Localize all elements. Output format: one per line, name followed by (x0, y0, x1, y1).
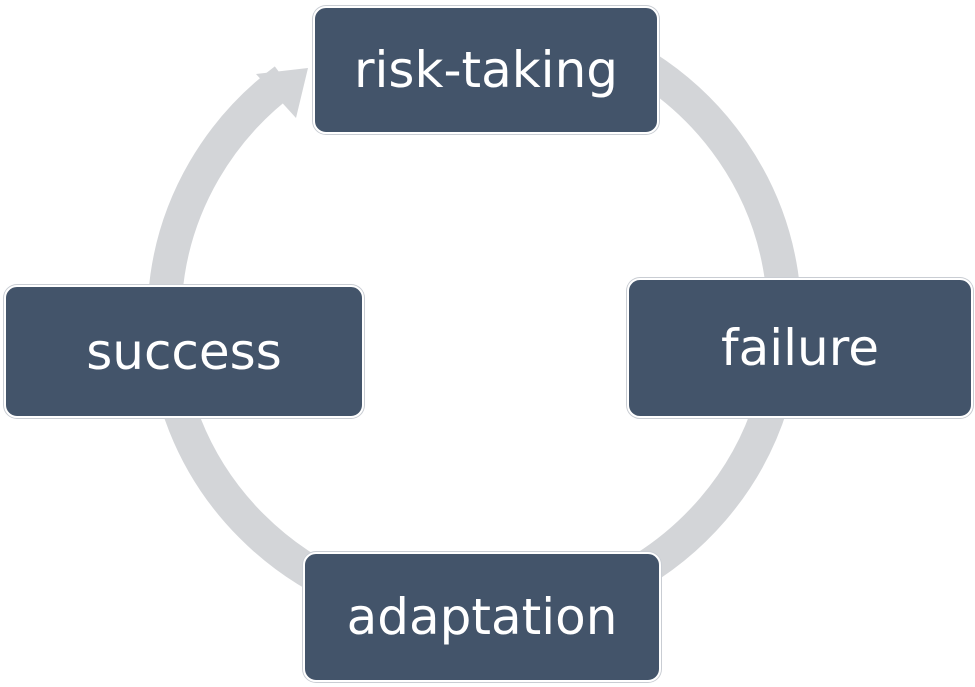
node-label-risk-taking: risk-taking (353, 41, 618, 99)
node-label-adaptation: adaptation (346, 588, 618, 646)
node-adaptation: adaptation (303, 552, 661, 682)
node-failure: failure (627, 278, 973, 418)
node-risk-taking: risk-taking (313, 6, 659, 134)
node-success: success (4, 285, 364, 418)
node-label-failure: failure (721, 319, 879, 377)
node-label-success: success (86, 322, 282, 381)
cycle-arrowhead (256, 68, 308, 118)
